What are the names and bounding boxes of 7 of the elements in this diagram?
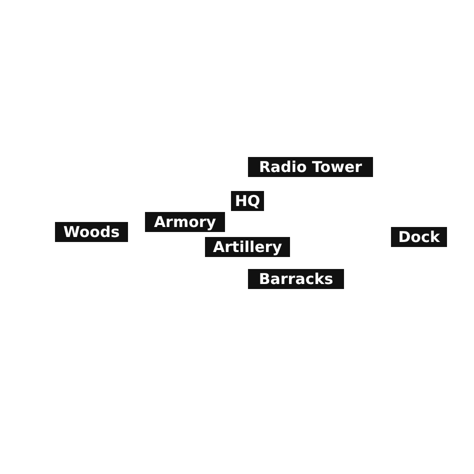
place-label: HQ: [231, 191, 264, 211]
place-label: Radio Tower: [248, 157, 373, 177]
place-label: Dock: [391, 227, 447, 247]
place-label: Artillery: [205, 237, 290, 257]
place-label: Barracks: [248, 269, 344, 289]
place-label: Armory: [145, 212, 225, 232]
place-label: Woods: [55, 222, 128, 242]
